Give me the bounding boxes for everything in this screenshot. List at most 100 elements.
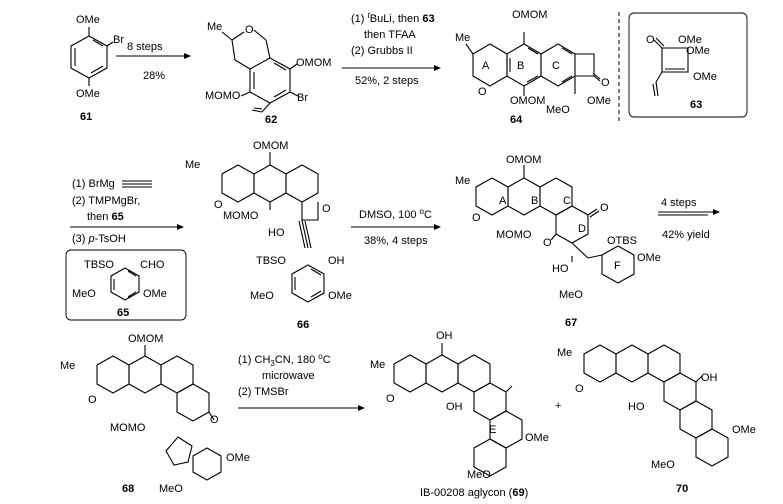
sub-meo: MeO [546,104,570,116]
arrow-4: DMSO, 100 oC 38%, 4 steps [351,207,441,247]
compound-number: 70 [676,483,688,495]
arrow-2-line1: (1) tBuLi, then 63 [351,11,435,25]
compound-68: OMOM Me O O MOMO OMe MeO 68 [60,333,250,495]
ring-c: C [563,195,571,207]
ring-a: A [499,195,507,207]
arrow-2-line2: then TFAA [364,29,416,41]
ring-d: D [578,223,586,235]
arrow-4-bottom: 38%, 4 steps [364,235,428,247]
arrow-6-line2: microwave [262,370,315,382]
arrow-6-line1: (1) CH3CN, 180 oC [238,352,331,368]
sub-me: Me [370,359,385,371]
sub-ome: OMe [637,252,661,264]
sub-tbso: TBSO [256,255,286,267]
sub-omom: OMOM [253,140,288,152]
sub-meo: MeO [467,469,491,481]
arrow-2-line3: (2) Grubbs II [351,45,413,57]
sub-ome: OMe [328,290,352,302]
sub-ome-2: OMe [686,45,710,57]
sub-oh: OH [328,255,345,267]
compound-number: 64 [510,114,523,126]
ketone-o: O [210,414,219,426]
compound-number: 68 [122,483,134,495]
sub-ho: HO [628,401,645,413]
sub-ome: OMe [143,288,167,300]
sub-ome: OMe [226,452,250,464]
sub-me: Me [185,159,200,171]
ketone-o-1: O [600,202,609,214]
compound-name: IB-00208 aglycon (69) [420,487,528,499]
arrow-5-top: 4 steps [661,197,697,209]
arrow-3-line1: (1) BrMg [72,178,115,190]
sub-ome: OMe [587,95,611,107]
ring-c: C [552,60,560,72]
arrow-1-top: 8 steps [127,41,163,53]
sub-meo: MeO [559,289,583,301]
sub-ome-top: OMe [76,14,100,26]
arrow-1-bottom: 28% [143,70,165,82]
sub-omom: OMOM [296,57,331,69]
sub-momo: MOMO [110,422,146,434]
sub-me: Me [207,21,222,33]
compound-61: OMe Br OMe 61 [70,14,124,123]
compound-69: OH Me O OH E OMe MeO IB-00208 aglycon (6… [370,330,549,499]
plus-sign: + [555,400,561,412]
sub-omom-bottom: OMOM [510,95,545,107]
sub-momo: MOMO [496,229,532,241]
sub-ome-bottom: OMe [76,88,100,100]
compound-65: TBSO CHO MeO OMe 65 [65,249,187,321]
sub-ho: HO [552,263,569,275]
arrow-6: (1) CH3CN, 180 oC microwave (2) TMSBr [238,352,365,411]
compound-66: OMOM Me O O MOMO HO TBSO OH MeO OMe 66 [185,140,352,331]
arrow-5-bottom: 42% yield [662,229,710,241]
compound-64: OMOM Me A B C O O OMOM OMe MeO 64 [455,9,611,126]
sub-momo: MOMO [223,210,259,222]
sub-oh-mid: OH [446,401,463,413]
ring-o: O [88,394,97,406]
arrow-2: (1) tBuLi, then 63 then TFAA (2) Grubbs … [342,11,441,87]
sub-me: Me [455,175,470,187]
sub-ho: HO [268,227,285,239]
compound-number: 67 [565,317,577,329]
sub-momo: MOMO [205,90,241,102]
sub-me: Me [557,347,572,359]
ketone-o-2: O [543,237,552,249]
compound-number: 61 [80,111,92,123]
arrow-6-line3: (2) TMSBr [238,386,289,398]
ring-o: O [575,383,584,395]
compound-70: Me O OH HO OMe MeO 70 [557,344,756,495]
ring-o: O [472,212,481,224]
ring-e: E [489,424,496,436]
sub-meo: MeO [72,288,96,300]
ring-o: O [214,199,223,211]
sub-me: Me [455,32,470,44]
compound-number: 66 [297,319,309,331]
arrow-1: 8 steps 28% [116,41,191,82]
sub-meo: MeO [250,290,274,302]
sub-me: Me [60,360,75,372]
sub-br: Br [113,34,124,46]
arrow-4-top: DMSO, 100 oC [359,207,432,221]
sub-tbso: TBSO [84,259,114,271]
sub-otbs: OTBS [607,235,637,247]
sub-meo: MeO [159,483,183,495]
sub-ome: OMe [525,432,549,444]
compound-number: 62 [265,114,277,126]
ring-f: F [614,260,621,272]
ring-a: A [482,60,490,72]
ring-o: O [245,24,254,36]
ketone-o: O [646,34,655,46]
sub-oh: OH [701,372,718,384]
ketone-o: O [601,77,610,89]
compound-63: O OMe OMe OMe 63 [628,12,748,118]
compound-67: OMOM Me O A B C D F O O MOMO OTBS OMe HO… [455,154,661,329]
sub-oh-top: OH [436,330,453,342]
sub-omom-top: OMOM [512,9,547,21]
arrow-3-line2: (2) TMPMgBr, [72,195,140,207]
compound-number: 65 [117,307,129,319]
ring-o: O [386,393,395,405]
arrow-5: 4 steps 42% yield [658,197,720,241]
sub-omom: OMOM [506,154,541,166]
arrow-3-line4: (3) p-TsOH [72,233,126,245]
